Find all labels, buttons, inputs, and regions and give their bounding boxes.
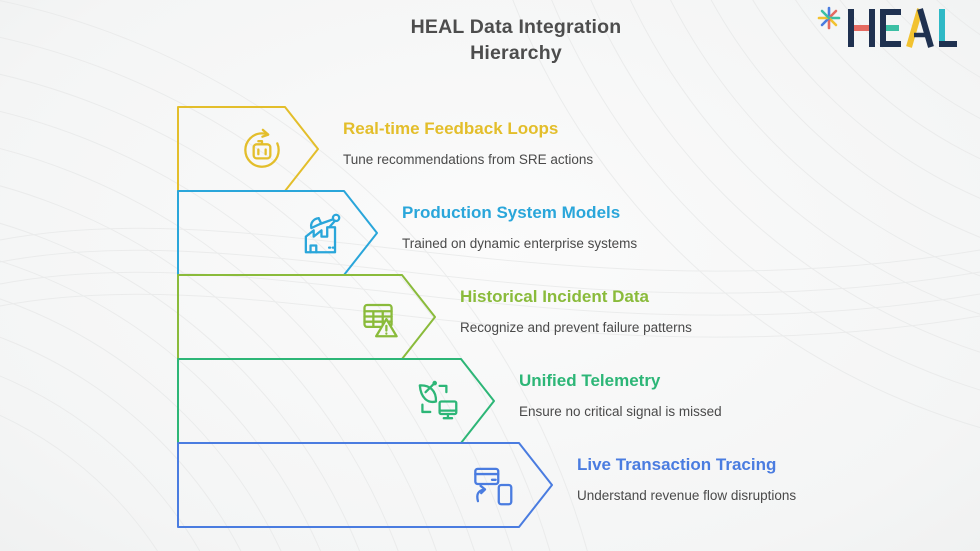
level-arrow-shape bbox=[177, 442, 553, 528]
heal-logo-icon bbox=[817, 6, 957, 48]
level-heading: Live Transaction Tracing bbox=[577, 455, 777, 474]
factory-automation-icon bbox=[297, 208, 347, 258]
level-description: Tune recommendations from SRE actions bbox=[343, 152, 594, 167]
level-arrow-shape bbox=[177, 106, 319, 192]
robot-feedback-loop-icon bbox=[237, 124, 287, 174]
level-heading: Production System Models bbox=[402, 203, 621, 222]
level-arrow-shape bbox=[177, 358, 495, 444]
page-title-line2: Hierarchy bbox=[470, 42, 562, 64]
logo-asterisk-icon bbox=[817, 6, 841, 30]
level-description: Ensure no critical signal is missed bbox=[519, 404, 722, 419]
level-arrow-shape bbox=[177, 274, 436, 360]
page-title-line1: HEAL Data Integration bbox=[410, 16, 622, 38]
card-phone-sync-icon bbox=[467, 460, 517, 510]
heal-logo bbox=[816, 3, 974, 56]
level-heading: Unified Telemetry bbox=[519, 371, 661, 390]
level-heading: Real-time Feedback Loops bbox=[343, 119, 559, 138]
level-description: Understand revenue flow disruptions bbox=[577, 488, 797, 503]
level-heading: Historical Incident Data bbox=[460, 287, 649, 306]
page-title: HEAL Data Integration Hierarchy bbox=[52, 14, 980, 66]
level-description: Trained on dynamic enterprise systems bbox=[402, 236, 638, 251]
satellite-monitor-icon bbox=[412, 376, 462, 426]
incident-table-warning-icon bbox=[352, 292, 402, 342]
level-description: Recognize and prevent failure patterns bbox=[460, 320, 692, 335]
level-arrow-shape bbox=[177, 190, 378, 276]
